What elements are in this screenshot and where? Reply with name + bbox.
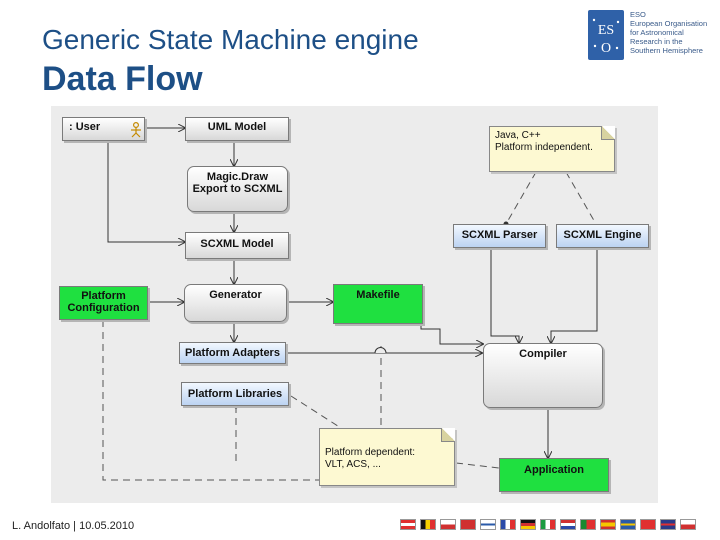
note-text-line: VLT, ACS, ... — [325, 459, 381, 470]
node-user: : User — [62, 117, 145, 141]
logo-line: for Astronomical — [630, 28, 684, 37]
node-magicdraw-export: Magic.Draw Export to SCXML — [187, 166, 288, 212]
svg-text:ES: ES — [598, 23, 614, 38]
logo-line: Southern Hemisphere — [630, 46, 703, 55]
note-link-parser — [505, 171, 537, 225]
node-application: Application — [499, 458, 609, 492]
node-scxml-parser: SCXML Parser — [453, 224, 546, 248]
footer-author-date: L. Andolfato | 10.05.2010 — [12, 520, 135, 532]
node-scxml-engine: SCXML Engine — [556, 224, 649, 248]
flag-netherlands-icon — [560, 519, 576, 530]
note-text-line: Java, C++ — [495, 130, 541, 141]
flow-engine-compiler — [551, 248, 598, 343]
flag-chile-icon — [680, 519, 696, 530]
node-platform-libraries: Platform Libraries — [181, 382, 289, 406]
flag-italy-icon — [540, 519, 556, 530]
node-compiler: Compiler — [483, 343, 603, 408]
node-generator: Generator — [184, 284, 287, 322]
eso-logo-icon: ES O — [588, 10, 624, 60]
flag-sweden-icon — [620, 519, 636, 530]
note-link-config — [102, 320, 331, 481]
node-user-label: : User — [69, 121, 101, 133]
note-text-line: Platform dependent: — [325, 447, 416, 458]
note-link-engine — [565, 171, 597, 225]
flag-switzerland-icon — [640, 519, 656, 530]
note-link-application — [455, 462, 500, 469]
note-text-line: Platform independent. — [495, 142, 593, 153]
flag-uk-icon — [660, 519, 676, 530]
node-scxml-model: SCXML Model — [185, 232, 289, 259]
node-platform-configuration: Platform Configuration — [59, 286, 148, 320]
flag-germany-icon — [520, 519, 536, 530]
logo-line: Research in the — [630, 37, 683, 46]
actor-icon — [131, 122, 141, 138]
data-flow-diagram: : User UML Model Magic.Draw Export to SC… — [51, 106, 658, 503]
flow-parser-compiler — [490, 248, 519, 343]
flag-finland-icon — [480, 519, 496, 530]
flag-austria-icon — [400, 519, 416, 530]
note-platform-independent: Java, C++ Platform independent. — [489, 126, 615, 172]
note-link-libraries — [290, 395, 342, 429]
member-state-flags — [400, 519, 696, 530]
slide-title: Generic State Machine engine — [42, 24, 419, 55]
flag-denmark-icon — [460, 519, 476, 530]
flag-portugal-icon — [580, 519, 596, 530]
eso-logo-text: ESO European Organisation for Astronomic… — [630, 10, 716, 55]
svg-text:O: O — [601, 41, 611, 56]
flag-spain-icon — [600, 519, 616, 530]
logo-line: European Organisation — [630, 19, 708, 28]
diagram-connectors — [102, 106, 598, 481]
flow-user-scxml — [107, 142, 185, 242]
node-uml-model: UML Model — [185, 117, 289, 141]
flow-makefile-compiler — [420, 309, 483, 344]
node-platform-adapters: Platform Adapters — [179, 342, 286, 364]
slide-subtitle: Data Flow — [42, 60, 203, 98]
flag-belgium-icon — [420, 519, 436, 530]
node-makefile: Makefile — [333, 284, 423, 324]
flag-czech-icon — [440, 519, 456, 530]
note-platform-dependent: Platform dependent: VLT, ACS, ... — [319, 428, 455, 486]
logo-line: ESO — [630, 10, 646, 19]
flag-france-icon — [500, 519, 516, 530]
crossing-hop — [374, 347, 387, 354]
